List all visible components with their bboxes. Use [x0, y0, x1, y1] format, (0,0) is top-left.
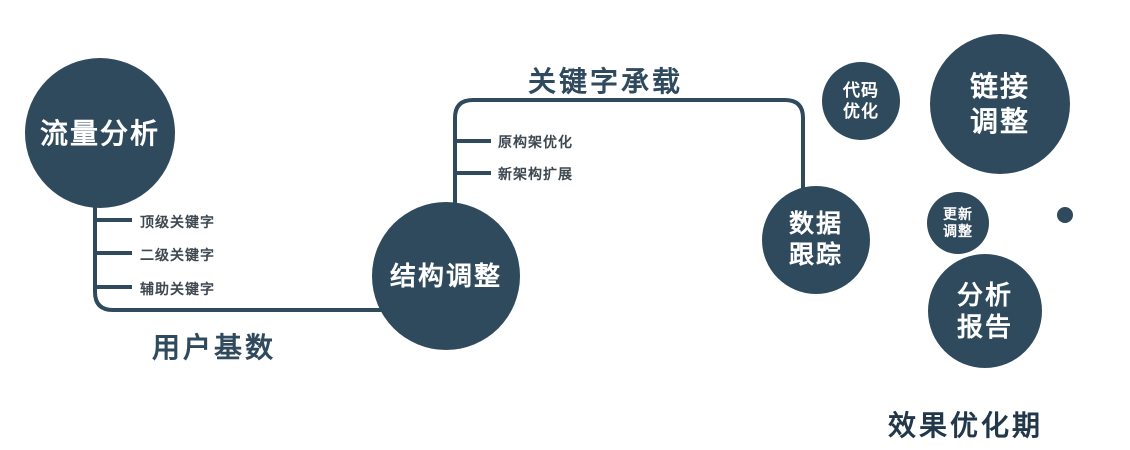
edge-traffic-to-structure [93, 200, 398, 312]
edge-structure-to-tracking [453, 98, 805, 206]
branch-label-new-architecture: 新架构扩展 [498, 166, 573, 182]
node-code-optimization-line2: 优化 [843, 102, 879, 121]
node-data-tracking: 数据 跟踪 [762, 186, 870, 294]
node-link-adjustment-line1: 链接 [969, 71, 1030, 102]
node-structure-adjustment: 结构调整 [372, 202, 520, 350]
branch-label-secondary-keyword: 二级关键字 [140, 247, 215, 263]
node-structure-adjustment-label: 结构调整 [389, 260, 502, 291]
node-update-adjustment-line1: 更新 [943, 205, 973, 222]
node-code-optimization-line1: 代码 [843, 80, 879, 100]
branch-label-top-keyword: 顶级关键字 [140, 214, 215, 230]
branch-label-auxiliary-keyword: 辅助关键字 [140, 281, 215, 297]
node-analysis-report-line1: 分析 [956, 279, 1013, 310]
node-update-adjustment-line2: 调整 [943, 223, 973, 239]
node-analysis-report-line2: 报告 [956, 312, 1013, 342]
node-data-tracking-line1: 数据 [788, 209, 843, 238]
node-link-adjustment-line2: 调整 [969, 106, 1030, 137]
edge-label-keyword-bearing: 关键字承载 [528, 66, 684, 97]
node-analysis-report: 分析 报告 [928, 254, 1042, 368]
node-code-optimization: 代码 优化 [822, 62, 900, 140]
node-link-adjustment: 链接 调整 [930, 34, 1070, 174]
node-traffic-analysis: 流量分析 [25, 58, 175, 208]
edge-label-user-base: 用户基数 [152, 332, 277, 363]
node-data-tracking-line2: 跟踪 [788, 241, 843, 269]
bullet-dot [1057, 207, 1073, 223]
branch-label-original-architecture: 原构架优化 [498, 134, 573, 150]
node-traffic-analysis-label: 流量分析 [39, 117, 160, 149]
footer-effect-optimization: 效果优化期 [888, 410, 1044, 441]
node-update-adjustment: 更新 调整 [927, 192, 989, 254]
